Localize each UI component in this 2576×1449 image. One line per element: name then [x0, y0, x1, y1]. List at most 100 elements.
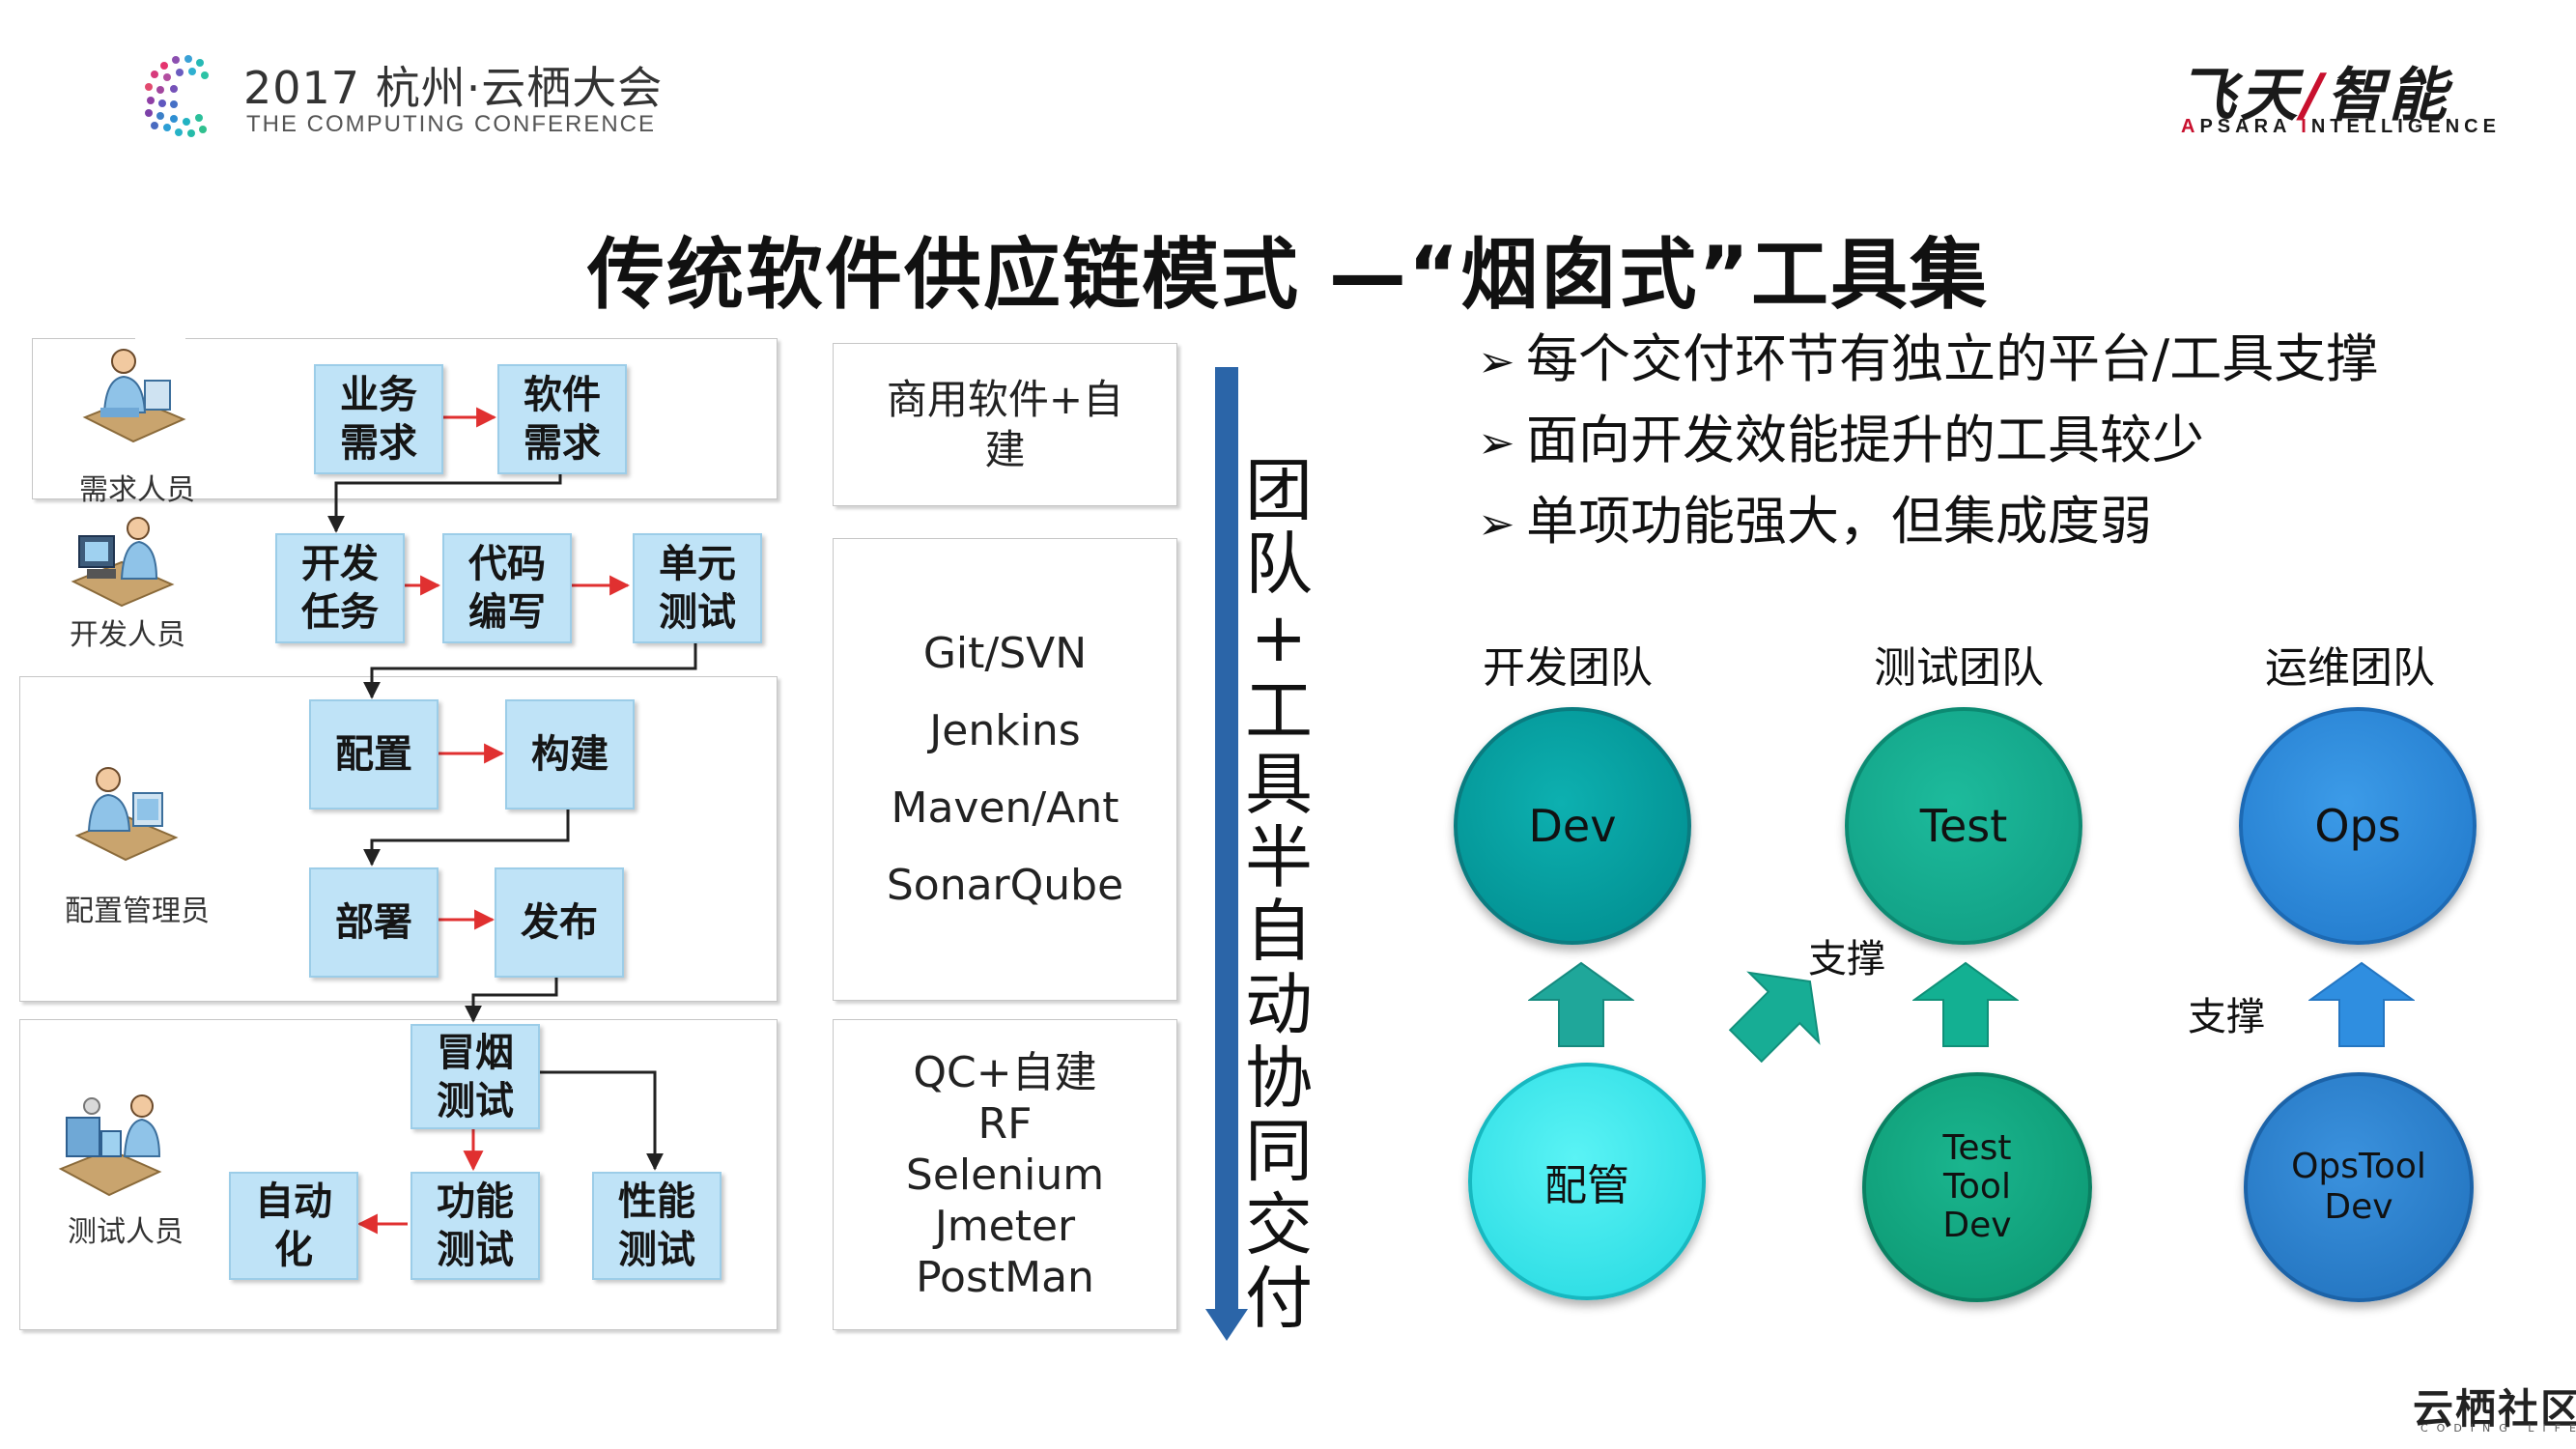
bullet-arrow-icon: ➢: [1478, 416, 1515, 469]
vlabel-char: 队: [1245, 525, 1313, 604]
config-manager-person-icon: [74, 767, 179, 862]
circle-test-tool-line-3: Dev: [1942, 1206, 2012, 1245]
tool-rf: RF: [977, 1098, 1033, 1149]
bullet-item: ➢单项功能强大，但集成度弱: [1478, 481, 2378, 562]
box-release: 发布: [495, 867, 624, 978]
tool-selenium: Selenium: [905, 1150, 1105, 1200]
brand-subtitle: APSARA INTELLIGENCE: [2181, 116, 2501, 138]
flow-connectors: [327, 407, 697, 1235]
circle-opstool-line-2: Dev: [2324, 1187, 2393, 1227]
yunqi-community-tagline: CODING LIFE: [2420, 1422, 2576, 1435]
vlabel-char: 交: [1245, 1185, 1313, 1264]
vlabel-char: 具: [1245, 745, 1313, 824]
brand-slash: /: [2302, 62, 2327, 129]
circle-test-tool-line-2: Tool: [1943, 1167, 2011, 1207]
bullet-arrow-icon: ➢: [1478, 497, 1515, 550]
brand-logo: 飞天/智能: [2178, 48, 2450, 132]
team-label-test: 测试团队: [1874, 643, 2044, 693]
vlabel-char: 半: [1245, 818, 1313, 897]
tool-sonarqube: SonarQube: [886, 860, 1124, 910]
bullet-list: ➢每个交付环节有独立的平台/工具支撑 ➢面向开发效能提升的工具较少 ➢单项功能强…: [1478, 319, 2378, 562]
role-tester: 测试人员: [68, 1215, 184, 1249]
brand-left: 飞天: [2178, 62, 2302, 129]
tools-req-line-1: 商用软件+自: [886, 375, 1124, 423]
brand-sub-c: I: [2301, 116, 2311, 137]
circle-test-label: Test: [1919, 800, 2008, 852]
conference-subtitle: THE COMPUTING CONFERENCE: [246, 111, 657, 137]
up-arrow-opstool-to-ops: [2308, 961, 2415, 1047]
tool-maven: Maven/Ant: [891, 782, 1119, 833]
vlabel-char: 团: [1245, 451, 1313, 530]
tools-dev-config: Git/SVN Jenkins Maven/Ant SonarQube: [833, 538, 1177, 1001]
box-unit-test: 单元 测试: [633, 533, 762, 643]
connector-unit-to-config: [363, 640, 697, 699]
vlabel-char: +: [1250, 598, 1308, 677]
box-dev-task: 开发 任务: [275, 533, 405, 643]
panel-requirements-gap: [135, 335, 185, 345]
vlabel-char: 自: [1245, 892, 1313, 971]
vlabel-char: 工: [1245, 671, 1313, 751]
circle-ops-label: Ops: [2314, 800, 2401, 852]
box-software-requirements: 软件 需求: [497, 364, 627, 474]
brand-sub-d: NTELLIGENCE: [2310, 116, 2501, 137]
requirements-person-icon: [82, 349, 186, 443]
box-config: 配置: [309, 699, 439, 810]
vlabel-char: 同: [1245, 1112, 1313, 1191]
conference-logo-icon: [145, 55, 209, 137]
circle-dev-label: Dev: [1528, 800, 1617, 852]
tool-jmeter: Jmeter: [934, 1201, 1076, 1251]
box-performance-test: 性能 测试: [592, 1172, 722, 1280]
bullet-item: ➢每个交付环节有独立的平台/工具支撑: [1478, 319, 2378, 400]
box-business-requirements: 业务 需求: [314, 364, 443, 474]
developer-person-icon: [71, 517, 175, 608]
connector-release-to-smoke: [465, 974, 558, 1023]
box-deploy: 部署: [309, 867, 439, 978]
bullet-arrow-icon: ➢: [1478, 335, 1515, 387]
circle-test-tool-dev: Test Tool Dev: [1862, 1072, 2092, 1302]
bullet-item: ➢面向开发效能提升的工具较少: [1478, 400, 2378, 481]
slide-title: 传统软件供应链模式 —“烟囱式”工具集: [586, 230, 1989, 320]
tester-person-icon: [58, 1094, 162, 1197]
conference-title: 2017 杭州·云栖大会: [243, 62, 664, 114]
box-functional-test: 功能 测试: [410, 1172, 540, 1280]
tool-jenkins: Jenkins: [929, 705, 1081, 755]
circle-opstool-line-1: OpsTool: [2291, 1147, 2426, 1186]
circle-config-mgmt: 配管: [1468, 1063, 1706, 1300]
circle-test: Test: [1845, 707, 2082, 945]
role-requirements: 需求人员: [79, 473, 195, 507]
up-arrow-config-to-dev: [1528, 961, 1634, 1047]
tools-test: QC+自建 RF Selenium Jmeter PostMan: [833, 1019, 1177, 1330]
box-automation: 自动 化: [229, 1172, 358, 1280]
connector-req-to-task: [327, 471, 562, 533]
circle-config-mgmt-label: 配管: [1544, 1161, 1629, 1210]
role-developer: 开发人员: [70, 618, 185, 652]
circle-opstool-dev: OpsTool Dev: [2244, 1072, 2474, 1302]
circle-test-tool-line-1: Test: [1942, 1128, 2012, 1168]
up-arrow-testtool-to-test: [1912, 961, 2019, 1047]
vlabel-char: 动: [1245, 965, 1313, 1044]
yunqi-community-logo: 云栖社区: [2413, 1385, 2576, 1433]
vertical-label: 团 队 + 工 具 半 自 动 协 同 交 付: [1240, 454, 1317, 1335]
team-label-ops: 运维团队: [2265, 643, 2435, 693]
brand-right: 智能: [2326, 62, 2450, 129]
vlabel-char: 付: [1245, 1259, 1313, 1338]
support-label-test: 支撑: [1808, 937, 1885, 981]
role-config-manager: 配置管理员: [65, 895, 210, 928]
brand-sub-a: A: [2181, 116, 2200, 137]
tools-req-line-2: 建: [984, 425, 1026, 473]
box-coding: 代码 编写: [442, 533, 572, 643]
connector-smoke-to-perf: [539, 1070, 664, 1171]
box-smoke-test: 冒烟 测试: [410, 1024, 540, 1129]
tool-git: Git/SVN: [922, 628, 1088, 678]
tool-qc: QC+自建: [913, 1047, 1097, 1097]
connector-build-to-deploy: [363, 808, 570, 867]
team-label-dev: 开发团队: [1483, 643, 1653, 693]
circle-ops: Ops: [2239, 707, 2477, 945]
bullet-text: 面向开发效能提升的工具较少: [1526, 410, 2204, 470]
circle-dev: Dev: [1454, 707, 1691, 945]
support-label-ops: 支撑: [2188, 995, 2265, 1039]
vertical-down-arrow: [1205, 367, 1248, 1341]
box-build: 构建: [505, 699, 635, 810]
vlabel-char: 协: [1245, 1038, 1313, 1118]
tool-postman: PostMan: [916, 1252, 1094, 1302]
